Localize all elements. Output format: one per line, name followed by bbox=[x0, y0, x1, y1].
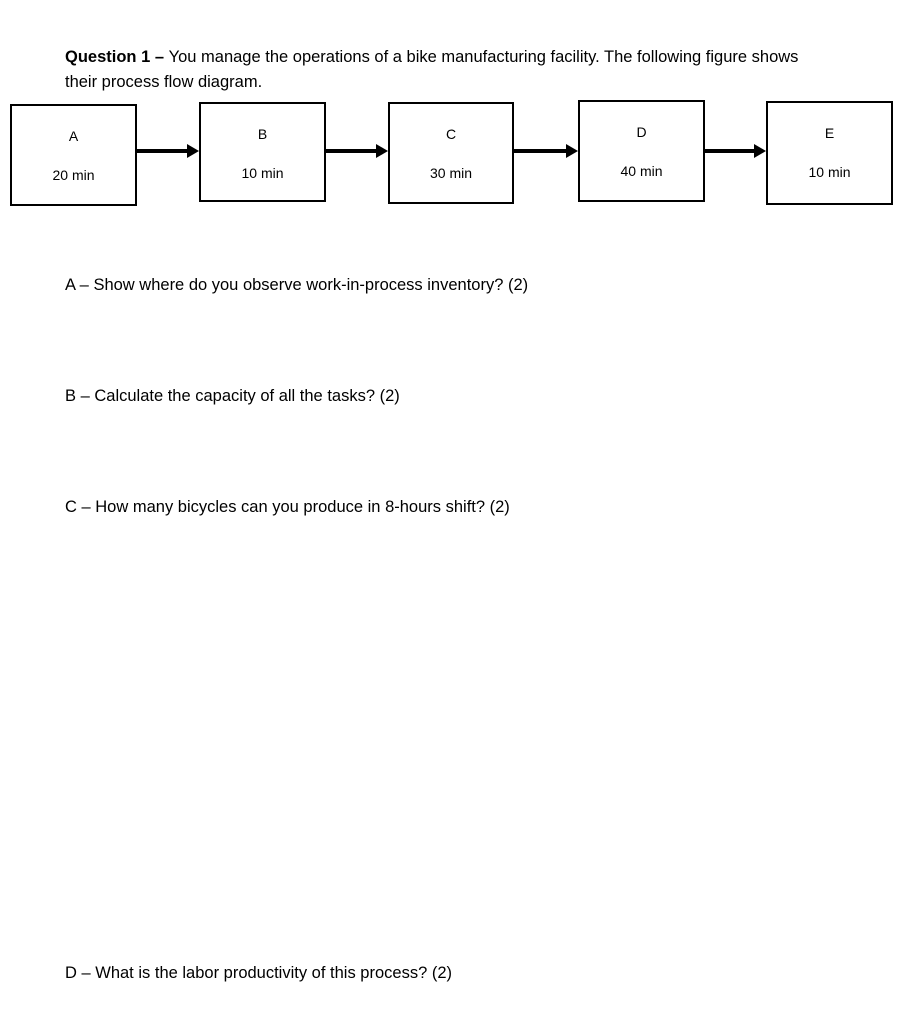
process-box-label: A bbox=[68, 128, 79, 144]
process-flow-diagram: A 20 min B 10 min C 30 min D 40 min E 10 min bbox=[0, 96, 916, 214]
flow-arrow-2-icon bbox=[326, 143, 388, 159]
arrow-shaft bbox=[326, 149, 378, 153]
flow-arrow-3-icon bbox=[514, 143, 578, 159]
process-box-time: 30 min bbox=[429, 165, 473, 181]
arrow-shaft bbox=[137, 149, 189, 153]
process-box-label: E bbox=[824, 125, 835, 141]
process-box-a: A 20 min bbox=[10, 104, 137, 206]
process-box-time: 10 min bbox=[241, 165, 284, 181]
sub-question-3: C – How many bicycles can you produce in… bbox=[65, 498, 510, 516]
arrow-shaft bbox=[705, 149, 756, 153]
process-box-label: B bbox=[257, 126, 268, 142]
sub-question-4: D – What is the labor productivity of th… bbox=[65, 964, 452, 982]
process-box-c: C 30 min bbox=[388, 102, 514, 204]
question-stem-lead: Question 1 – bbox=[65, 47, 169, 66]
process-box-label: C bbox=[445, 126, 457, 142]
process-box-label: D bbox=[636, 124, 647, 140]
arrow-head bbox=[376, 144, 388, 158]
arrow-head bbox=[566, 144, 578, 158]
flow-arrow-1-icon bbox=[137, 143, 199, 159]
flow-arrow-4-icon bbox=[705, 143, 766, 159]
sub-question-1: A – Show where do you observe work-in-pr… bbox=[65, 276, 529, 294]
process-box-time: 20 min bbox=[52, 167, 95, 183]
arrow-head bbox=[754, 144, 766, 158]
arrow-head bbox=[187, 144, 199, 158]
process-box-time: 10 min bbox=[808, 164, 851, 180]
process-box-e: E 10 min bbox=[766, 101, 893, 205]
question-stem: Question 1 – You manage the operations o… bbox=[65, 45, 825, 95]
sub-question-2: B – Calculate the capacity of all the ta… bbox=[65, 387, 400, 405]
question-stem-body: You manage the operations of a bike manu… bbox=[65, 47, 799, 91]
process-box-b: B 10 min bbox=[199, 102, 326, 202]
arrow-shaft bbox=[514, 149, 568, 153]
process-box-time: 40 min bbox=[620, 163, 663, 179]
process-box-d: D 40 min bbox=[578, 100, 705, 202]
